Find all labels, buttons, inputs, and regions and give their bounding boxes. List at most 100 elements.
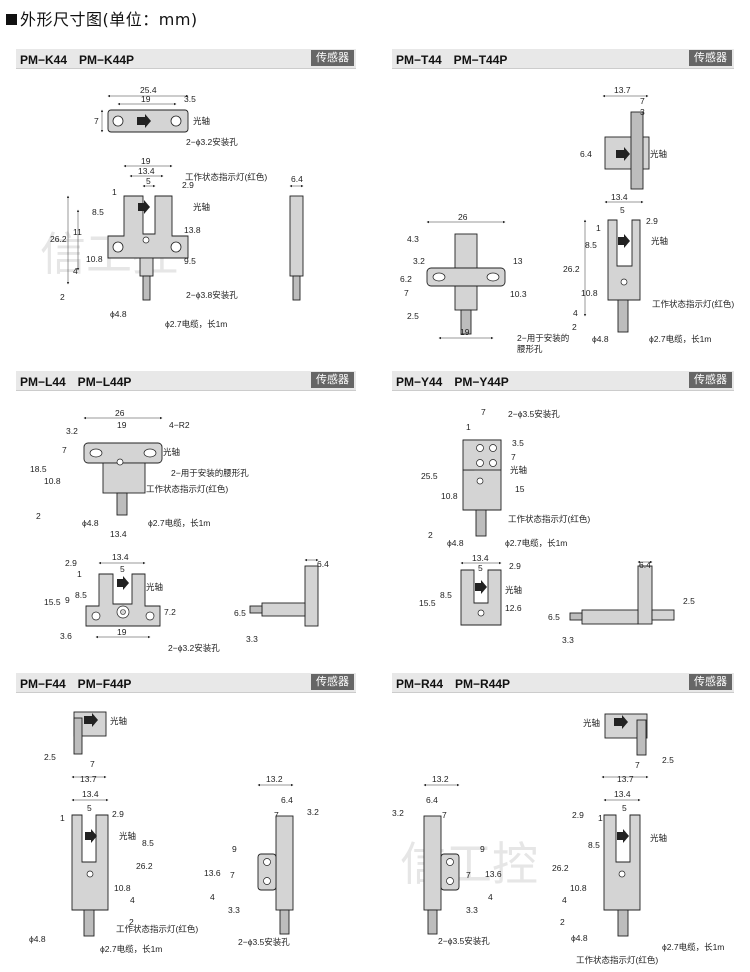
watermark: 信工控 — [400, 837, 538, 891]
svg-text:2.9: 2.9 — [646, 216, 658, 226]
svg-text:15.5: 15.5 — [419, 598, 436, 608]
svg-text:10.3: 10.3 — [510, 289, 527, 299]
drawing-l44: 26 19 3.2 7 18.5 10.8 2 光轴 4−R2 2−用于安装的腰… — [30, 408, 329, 653]
svg-text:6.2: 6.2 — [400, 274, 412, 284]
svg-text:4−R2: 4−R2 — [169, 420, 190, 430]
svg-text:工作状态指示灯(红色): 工作状态指示灯(红色) — [146, 484, 228, 494]
svg-text:2.5: 2.5 — [407, 311, 419, 321]
svg-text:光轴: 光轴 — [583, 718, 600, 728]
svg-text:10.8: 10.8 — [441, 491, 458, 501]
svg-text:4.3: 4.3 — [407, 234, 419, 244]
y44-side-view: 6.4 2.5 6.5 3.3 — [548, 560, 695, 645]
svg-text:5: 5 — [120, 564, 125, 574]
svg-text:光轴: 光轴 — [510, 465, 527, 475]
svg-text:光轴: 光轴 — [110, 716, 127, 726]
svg-text:8.5: 8.5 — [92, 207, 104, 217]
svg-text:光轴: 光轴 — [119, 831, 136, 841]
svg-text:7: 7 — [90, 759, 95, 769]
model-name: PM−T44 PM−T44P — [396, 53, 508, 67]
svg-text:8.5: 8.5 — [75, 590, 87, 600]
l44-front-view: 13.4 5 2.9 1 8.5 9 15.5 光轴 7.2 19 3.6 2−… — [44, 552, 220, 653]
section-header-t44: PM−T44 PM−T44P 传感器 — [392, 49, 734, 69]
svg-text:2−ϕ3.5安装孔: 2−ϕ3.5安装孔 — [438, 936, 490, 946]
svg-text:13.7: 13.7 — [614, 85, 631, 95]
svg-text:3.5: 3.5 — [184, 94, 196, 104]
svg-text:2−用于安装的: 2−用于安装的 — [517, 333, 569, 343]
t44-front-view: 13.4 5 1 2.9 8.5 光轴 26.2 10.8 4 2 工作状态指示… — [563, 192, 734, 344]
svg-text:13.6: 13.6 — [204, 868, 221, 878]
svg-text:9.5: 9.5 — [184, 256, 196, 266]
svg-text:19: 19 — [460, 327, 470, 337]
svg-text:光轴: 光轴 — [650, 833, 667, 843]
svg-text:2−ϕ3.5安装孔: 2−ϕ3.5安装孔 — [508, 409, 560, 419]
svg-text:26.2: 26.2 — [136, 861, 153, 871]
svg-text:4: 4 — [210, 892, 215, 902]
category-badge: 传感器 — [311, 372, 354, 388]
svg-text:15: 15 — [515, 484, 525, 494]
svg-text:4: 4 — [573, 308, 578, 318]
svg-text:13.7: 13.7 — [617, 774, 634, 784]
svg-text:3.3: 3.3 — [466, 905, 478, 915]
svg-text:7: 7 — [94, 116, 99, 126]
drawing-k44: 25.4 19 3.5 7 光轴 2−ϕ3.2安装孔 19 13.4 5 1 2… — [50, 85, 304, 329]
svg-text:13.7: 13.7 — [80, 774, 97, 784]
svg-text:26: 26 — [458, 212, 468, 222]
svg-text:1: 1 — [598, 813, 603, 823]
f44-top-view: 光轴 2.5 7 13.7 — [44, 711, 127, 784]
svg-text:光轴: 光轴 — [163, 447, 180, 457]
svg-text:19: 19 — [117, 420, 127, 430]
svg-text:13.4: 13.4 — [110, 529, 127, 539]
svg-text:7.2: 7.2 — [164, 607, 176, 617]
page-title: 外形尺寸图(单位：mm) — [6, 6, 198, 30]
svg-text:光轴: 光轴 — [193, 202, 210, 212]
svg-text:3: 3 — [640, 107, 645, 117]
svg-text:9: 9 — [232, 844, 237, 854]
svg-text:5: 5 — [146, 176, 151, 186]
svg-text:3.5: 3.5 — [512, 438, 524, 448]
svg-text:5: 5 — [620, 205, 625, 215]
svg-text:10.8: 10.8 — [44, 476, 61, 486]
svg-text:2.5: 2.5 — [683, 596, 695, 606]
category-badge: 传感器 — [689, 50, 732, 66]
svg-text:10.8: 10.8 — [581, 288, 598, 298]
model-name: PM−F44 PM−F44P — [20, 677, 132, 691]
drawing-t44: 13.7 7 3 6.4 光轴 13.4 5 1 2.9 8.5 光轴 26.2… — [400, 85, 734, 354]
model-name: PM−K44 PM−K44P — [20, 53, 135, 67]
svg-text:9: 9 — [480, 844, 485, 854]
f44-side-view: 13.2 6.4 3.2 7 9 13.6 7 4 3.3 2−ϕ3.5安装孔 — [204, 774, 319, 947]
svg-text:2.5: 2.5 — [44, 752, 56, 762]
svg-text:13.6: 13.6 — [485, 869, 502, 879]
svg-text:3.2: 3.2 — [413, 256, 425, 266]
svg-text:ϕ4.8: ϕ4.8 — [110, 309, 127, 319]
svg-text:1: 1 — [466, 422, 471, 432]
category-badge: 传感器 — [689, 372, 732, 388]
svg-text:ϕ4.8: ϕ4.8 — [82, 518, 99, 528]
y44-front-view: 13.4 5 2.9 8.5 15.5 光轴 12.6 — [419, 553, 522, 626]
category-badge: 传感器 — [689, 674, 732, 690]
svg-text:7: 7 — [640, 96, 645, 106]
svg-text:13.2: 13.2 — [266, 774, 283, 784]
svg-text:13.4: 13.4 — [112, 552, 129, 562]
svg-text:2−用于安装的腰形孔: 2−用于安装的腰形孔 — [171, 468, 249, 478]
svg-text:26.2: 26.2 — [50, 234, 67, 244]
svg-text:10.8: 10.8 — [570, 883, 587, 893]
svg-text:13: 13 — [513, 256, 523, 266]
svg-text:4: 4 — [562, 895, 567, 905]
l44-top-view: 26 19 3.2 7 18.5 10.8 2 光轴 4−R2 2−用于安装的腰… — [30, 408, 249, 539]
svg-text:7: 7 — [62, 445, 67, 455]
drawing-r44: 光轴 2.5 7 13.7 13.4 5 2.9 1 光轴 8.5 26.2 1… — [392, 713, 724, 965]
svg-text:工作状态指示灯(红色): 工作状态指示灯(红色) — [116, 924, 198, 934]
svg-text:9: 9 — [65, 595, 70, 605]
svg-text:6.4: 6.4 — [291, 174, 303, 184]
svg-text:5: 5 — [87, 803, 92, 813]
k44-top-view: 25.4 19 3.5 7 光轴 2−ϕ3.2安装孔 — [94, 85, 238, 147]
svg-text:4: 4 — [73, 266, 78, 276]
svg-text:7: 7 — [481, 407, 486, 417]
svg-text:3.2: 3.2 — [66, 426, 78, 436]
svg-text:工作状态指示灯(红色): 工作状态指示灯(红色) — [652, 299, 734, 309]
